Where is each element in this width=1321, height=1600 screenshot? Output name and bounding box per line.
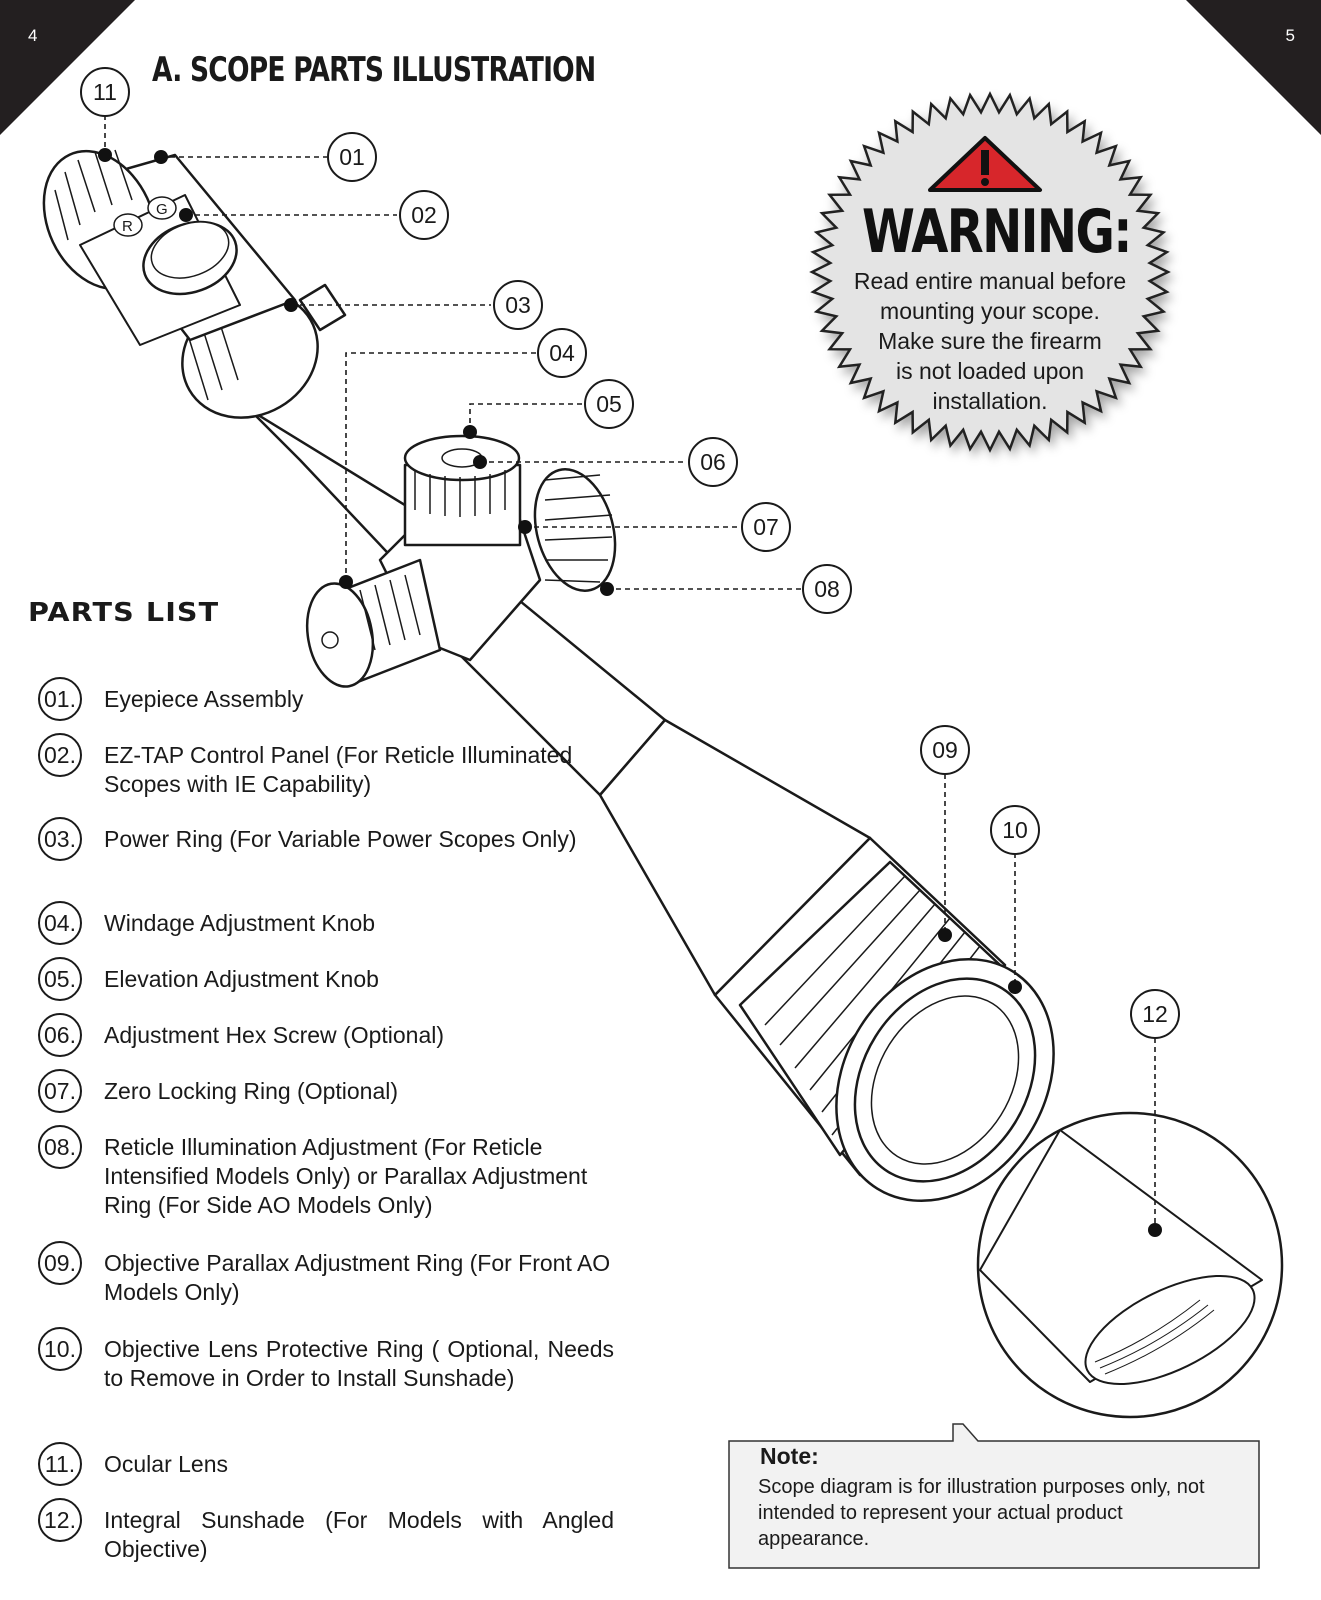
eyepiece-knurl [54, 149, 133, 241]
page-number-left: 4 [28, 26, 38, 45]
part-description: Zero Locking Ring (Optional) [104, 1078, 399, 1104]
part-item: 08. Reticle Illumination Adjustment (For … [38, 1125, 614, 1220]
control-dial-top [150, 221, 230, 279]
callout-leaders [104, 115, 1156, 1230]
part-description: Eyepiece Assembly [104, 686, 304, 712]
callout-08: 08 [802, 564, 852, 614]
windage-knurl [359, 574, 421, 651]
part-description: Ocular Lens [104, 1451, 229, 1477]
part-item: 03. Power Ring (For Variable Power Scopes… [38, 817, 614, 861]
side-knob-knurl [544, 474, 613, 583]
warning-title: WARNING: [862, 197, 1133, 267]
windage-cap [305, 582, 375, 688]
part-number: 02. [38, 733, 82, 777]
callout-09: 09 [920, 725, 970, 775]
knob-letter-g: G [156, 201, 168, 218]
callout-label: 06 [700, 449, 726, 475]
callout-label: 11 [93, 79, 117, 105]
parts-list-title: PARTS LIST [28, 598, 220, 628]
callout-label: 01 [339, 144, 365, 170]
part-item: 05. Elevation Adjustment Knob [38, 957, 614, 1001]
elevation-knurl [414, 470, 506, 517]
page-heading: A. SCOPE PARTS ILLUSTRATION [152, 50, 596, 90]
part-number: 08. [38, 1125, 82, 1169]
exclamation-dot [981, 178, 989, 186]
warning-line: installation. [932, 388, 1048, 414]
part-number: 07. [38, 1069, 82, 1113]
part-number: 11. [38, 1442, 82, 1486]
warning-line: Read entire manual before [853, 268, 1127, 294]
callout-dots [98, 148, 1162, 1237]
part-number: 03. [38, 817, 82, 861]
callout-10: 10 [990, 805, 1040, 855]
callout-11: 11 [80, 67, 130, 117]
callout-label: 07 [753, 514, 779, 540]
warning-body: Read entire manual before mounting your … [830, 266, 1150, 416]
callout-label: 04 [549, 340, 575, 366]
part-description: Objective Parallax Adjustment Ring (For … [104, 1250, 611, 1305]
part-item: 06. Adjustment Hex Screw (Optional) [38, 1013, 614, 1057]
part-item: 12. Integral Sunshade (For Models with An… [38, 1498, 614, 1564]
callout-label: 08 [814, 576, 840, 602]
callout-07: 07 [741, 502, 791, 552]
exclamation-bar [981, 150, 989, 175]
part-number: 04. [38, 901, 82, 945]
part-number: 10. [38, 1327, 82, 1371]
part-item: 01. Eyepiece Assembly [38, 677, 614, 721]
power-ring-lever [298, 283, 347, 332]
part-number: 12. [38, 1498, 82, 1542]
part-item: 10. Objective Lens Protective Ring ( Opti… [38, 1327, 614, 1393]
callout-01: 01 [327, 132, 377, 182]
part-description: Integral Sunshade (For Models with Angle… [104, 1507, 614, 1562]
callout-12: 12 [1130, 989, 1180, 1039]
page-corner-right [1186, 0, 1321, 135]
part-item: 02. EZ-TAP Control Panel (For Reticle Ill… [38, 733, 614, 799]
objective-lens-glass [870, 995, 1020, 1165]
part-number: 01. [38, 677, 82, 721]
sunshade-opening [1084, 1274, 1256, 1386]
part-description: Reticle Illumination Adjustment (For Ret… [104, 1134, 588, 1218]
warning-line: is not loaded upon [896, 358, 1084, 384]
part-item: 07. Zero Locking Ring (Optional) [38, 1069, 614, 1113]
callout-label: 12 [1142, 1001, 1168, 1027]
callout-label: 02 [411, 202, 437, 228]
part-description: Elevation Adjustment Knob [104, 966, 379, 992]
callout-06: 06 [688, 437, 738, 487]
part-description: EZ-TAP Control Panel (For Reticle Illumi… [104, 742, 573, 797]
note-title: Note: [760, 1443, 819, 1469]
note-body: Scope diagram is for illustration purpos… [758, 1476, 1205, 1550]
part-item: 09. Objective Parallax Adjustment Ring (F… [38, 1241, 614, 1307]
part-number: 05. [38, 957, 82, 1001]
callout-label: 09 [932, 737, 958, 763]
callout-05: 05 [584, 379, 634, 429]
callout-02: 02 [399, 190, 449, 240]
knob-letter-r: R [122, 218, 133, 235]
warning-text: WARNING: Read entire manual before mount… [830, 200, 1150, 416]
part-item: 04. Windage Adjustment Knob [38, 901, 614, 945]
warning-line: Make sure the firearm [878, 328, 1102, 354]
note-box [728, 1423, 1260, 1569]
page-number-right: 5 [1285, 26, 1295, 45]
g-button [147, 196, 177, 220]
part-number: 09. [38, 1241, 82, 1285]
callout-label: 10 [1002, 817, 1028, 843]
part-description: Objective Lens Protective Ring ( Optiona… [104, 1336, 614, 1391]
warning-seal [809, 91, 1171, 453]
windage-center [321, 631, 339, 649]
warning-line: mounting your scope. [880, 298, 1100, 324]
r-button [113, 213, 143, 237]
callout-label: 03 [505, 292, 531, 318]
part-description: Power Ring (For Variable Power Scopes On… [104, 826, 577, 852]
callout-label: 05 [596, 391, 622, 417]
callout-03: 03 [493, 280, 543, 330]
part-item: 11. Ocular Lens [38, 1442, 614, 1486]
callout-04: 04 [537, 328, 587, 378]
part-description: Adjustment Hex Screw (Optional) [104, 1022, 445, 1048]
part-number: 06. [38, 1013, 82, 1057]
part-description: Windage Adjustment Knob [104, 910, 376, 936]
sunshade-threads [1094, 1299, 1215, 1375]
